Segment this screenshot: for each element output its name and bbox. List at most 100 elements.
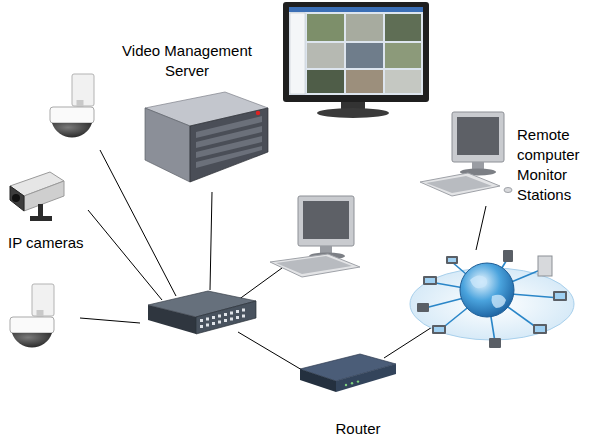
vms-monitor: [290, 13, 305, 94]
remote-computer: [504, 188, 512, 193]
dome-camera: [10, 284, 54, 348]
router-device: [300, 369, 336, 392]
vms-monitor: [283, 2, 429, 118]
box-camera: [30, 216, 52, 221]
vms-monitor: [346, 14, 383, 41]
router-device: [351, 382, 353, 384]
remote-computer: [452, 112, 504, 162]
remote-computer: [420, 112, 512, 196]
server-label-box: Video Management Server: [112, 41, 262, 81]
dome-camera: [52, 123, 92, 138]
network-wire: [100, 150, 176, 296]
group-label: IP cameras: [8, 233, 103, 253]
network-cloud: [410, 250, 574, 348]
local-computer: [270, 254, 360, 277]
network-switch: [230, 318, 233, 321]
network-cloud: [470, 275, 487, 288]
network-switch: [212, 322, 215, 325]
network-switch: [236, 316, 239, 319]
vms-monitor: [346, 43, 383, 68]
device-label: Remote computer Monitor Stations: [517, 125, 593, 205]
server-rack: [190, 108, 268, 182]
network-switch: [218, 321, 221, 324]
router-device: [336, 364, 396, 392]
network-cloud: [425, 278, 435, 283]
network-cloud: [417, 250, 567, 348]
remote-computer: [420, 173, 500, 196]
network-switch: [236, 310, 239, 313]
server-rack: [196, 146, 262, 168]
local-computer: [298, 196, 354, 246]
network-cloud: [446, 256, 458, 264]
network-switch: [212, 316, 215, 319]
network-wire: [88, 210, 162, 300]
server-rack: [145, 108, 190, 182]
server-rack: [256, 111, 260, 115]
vms-monitor: [346, 70, 383, 93]
network-cloud: [492, 295, 507, 308]
network-cloud: [423, 276, 437, 285]
box-camera: [38, 204, 43, 218]
network-switch: [200, 309, 245, 329]
remote-computer: [457, 117, 499, 155]
vms-monitor: [307, 70, 344, 93]
network-wire: [238, 268, 282, 300]
network-cloud: [533, 324, 547, 334]
network-cloud: [425, 258, 565, 332]
network-cloud: [460, 263, 514, 317]
network-wire: [210, 192, 212, 290]
vms-monitor: [289, 7, 423, 12]
network-cloud: [432, 325, 446, 334]
network-wire: [476, 206, 486, 250]
network-switch: [206, 318, 209, 321]
router-device: [300, 354, 396, 392]
network-switch: [148, 291, 256, 334]
network-cloud: [489, 338, 501, 348]
network-switch: [200, 319, 203, 322]
vms-monitor: [385, 70, 421, 93]
network-cloud: [538, 256, 552, 276]
network-cloud: [553, 291, 567, 301]
network-cloud: [417, 303, 429, 312]
network-cloud: [448, 258, 456, 262]
network-wire: [80, 318, 140, 323]
network-switch: [206, 324, 209, 327]
dome-camera: [50, 107, 94, 123]
network-switch: [218, 315, 221, 318]
box-camera: [24, 181, 64, 211]
vms-monitor: [283, 2, 429, 102]
network-cloud: [535, 326, 545, 332]
network-cloud: [434, 327, 444, 332]
dome-camera: [50, 74, 94, 138]
vms-monitor: [307, 14, 344, 41]
network-switch: [148, 305, 196, 334]
network-wire: [238, 332, 302, 370]
network-switch: [242, 309, 245, 312]
server-rack: [145, 92, 268, 182]
vms-monitor: [385, 43, 421, 68]
box-camera: [10, 172, 64, 221]
router-label-box: Router: [318, 419, 398, 439]
network-switch: [242, 315, 245, 318]
network-switch: [230, 312, 233, 315]
network-switch: [224, 319, 227, 322]
network-switch: [224, 313, 227, 316]
vms-monitor: [307, 43, 344, 68]
vms-monitor: [385, 14, 421, 41]
device-label: Router: [318, 419, 398, 439]
router-device: [345, 384, 347, 386]
local-computer: [276, 256, 352, 274]
box-camera: [10, 186, 24, 211]
network-cloud: [503, 250, 513, 262]
dome-camera: [10, 317, 54, 333]
network-switch: [200, 325, 203, 328]
vms-monitor: [289, 7, 423, 95]
remote-computer: [426, 176, 492, 193]
local-computer: [303, 201, 349, 239]
remote-station-box: Remote computer Monitor Stations: [517, 125, 593, 205]
dome-camera: [12, 333, 52, 348]
local-computer: [270, 196, 360, 277]
